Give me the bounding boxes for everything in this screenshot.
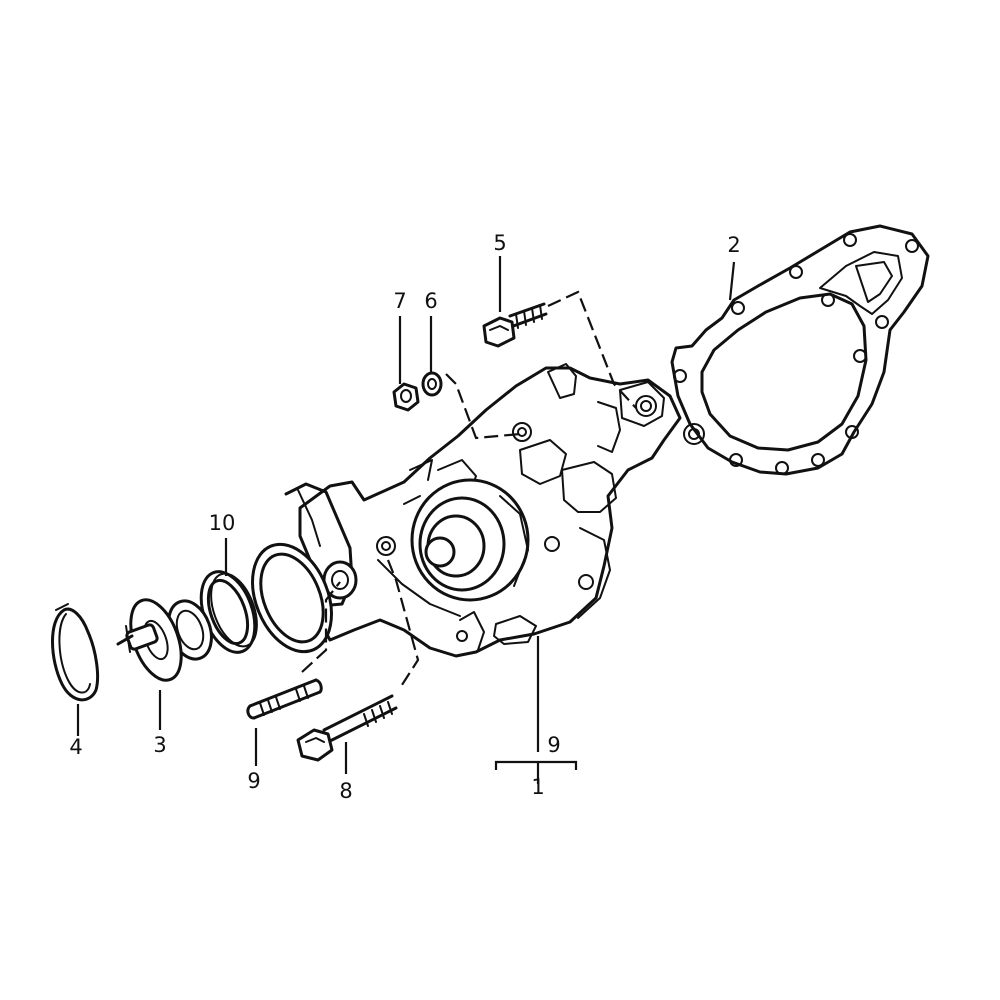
washer-part-6 <box>421 371 443 397</box>
leader-lines <box>76 256 736 784</box>
pump-housing-part-1 <box>251 363 682 658</box>
nut-part-7 <box>392 382 420 412</box>
gasket-part-2 <box>670 224 930 476</box>
callout-labels: 1 2 3 4 5 6 7 8 9 9 10 <box>69 231 740 803</box>
callout-1: 1 <box>531 775 544 799</box>
callout-7: 7 <box>393 289 406 313</box>
callout-6: 6 <box>424 289 437 313</box>
callout-8: 8 <box>339 779 352 803</box>
callout-3: 3 <box>153 733 166 757</box>
thermostat-part-3 <box>116 598 213 682</box>
stud-part-9 <box>246 678 323 720</box>
circlip-part-4 <box>51 603 100 702</box>
callout-5: 5 <box>493 231 506 255</box>
bolt-part-5 <box>482 302 548 348</box>
callout-10: 10 <box>209 511 236 535</box>
callout-2: 2 <box>727 233 740 257</box>
callout-9-housing: 9 <box>547 733 560 757</box>
bolt-part-8 <box>296 694 398 762</box>
callout-9-stud: 9 <box>247 769 260 793</box>
sealing-ring-part-10 <box>199 570 258 654</box>
callout-4: 4 <box>69 735 82 759</box>
